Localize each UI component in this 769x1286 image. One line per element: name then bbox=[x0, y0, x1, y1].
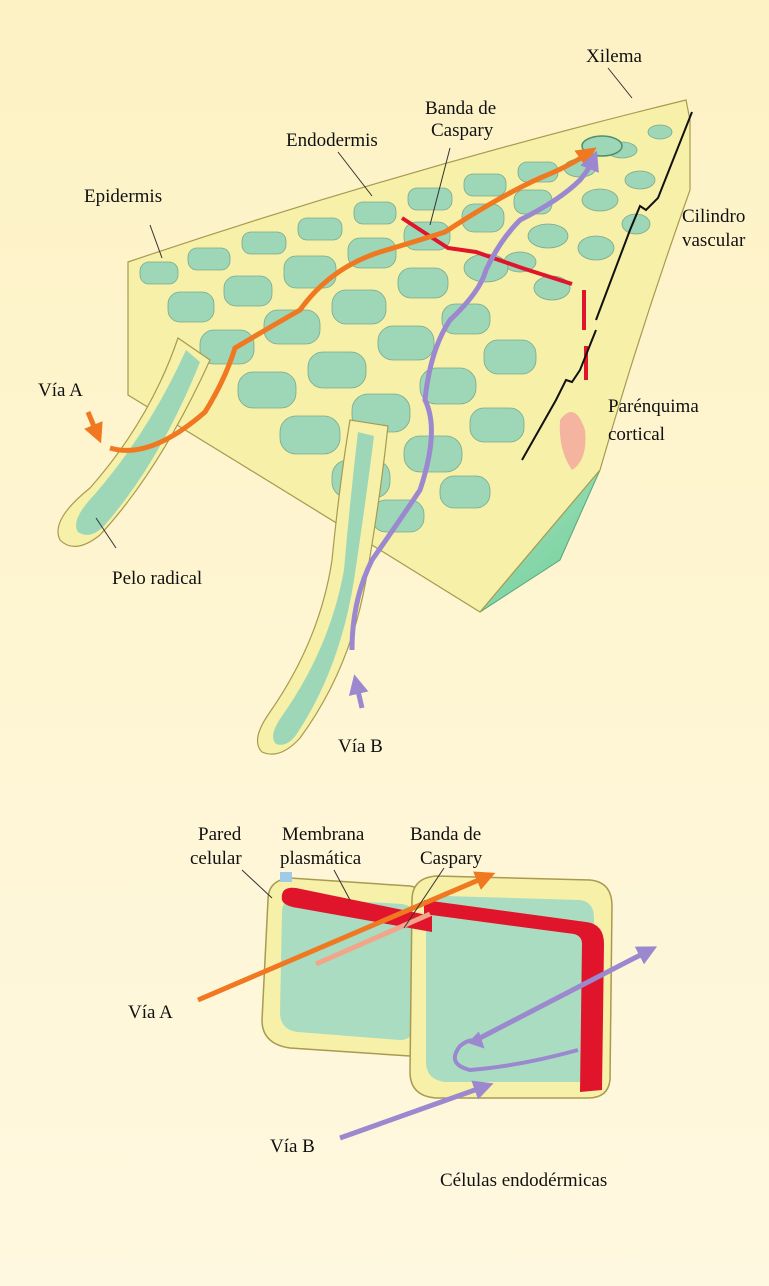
label-cilindro-1: Cilindro bbox=[682, 206, 745, 227]
label-banda-caspary-1: Banda de bbox=[425, 98, 496, 119]
label-banda-1: Banda de bbox=[410, 824, 481, 845]
label-cell-via-b: Vía B bbox=[270, 1136, 315, 1157]
label-membrana-1: Membrana bbox=[282, 824, 365, 845]
label-banda-2: Caspary bbox=[420, 848, 483, 869]
label-parenquima-1: Parénquima bbox=[608, 396, 699, 417]
label-cilindro-2: vascular bbox=[682, 230, 746, 251]
label-parenquima-2: cortical bbox=[608, 424, 665, 445]
label-endodermis: Endodermis bbox=[286, 130, 378, 151]
membrane-marker bbox=[280, 872, 292, 882]
label-epidermis: Epidermis bbox=[84, 186, 162, 207]
label-pared-2: celular bbox=[190, 848, 242, 869]
label-pared-1: Pared bbox=[198, 824, 242, 845]
label-celulas-endodermicas: Células endodérmicas bbox=[440, 1170, 607, 1191]
label-via-a: Vía A bbox=[38, 380, 83, 401]
label-banda-caspary-2: Caspary bbox=[431, 120, 494, 141]
label-cell-via-a: Vía A bbox=[128, 1002, 173, 1023]
label-xilema: Xilema bbox=[586, 46, 642, 67]
label-pelo-radical: Pelo radical bbox=[112, 568, 202, 589]
label-via-b: Vía B bbox=[338, 736, 383, 757]
label-membrana-2: plasmática bbox=[280, 848, 362, 869]
